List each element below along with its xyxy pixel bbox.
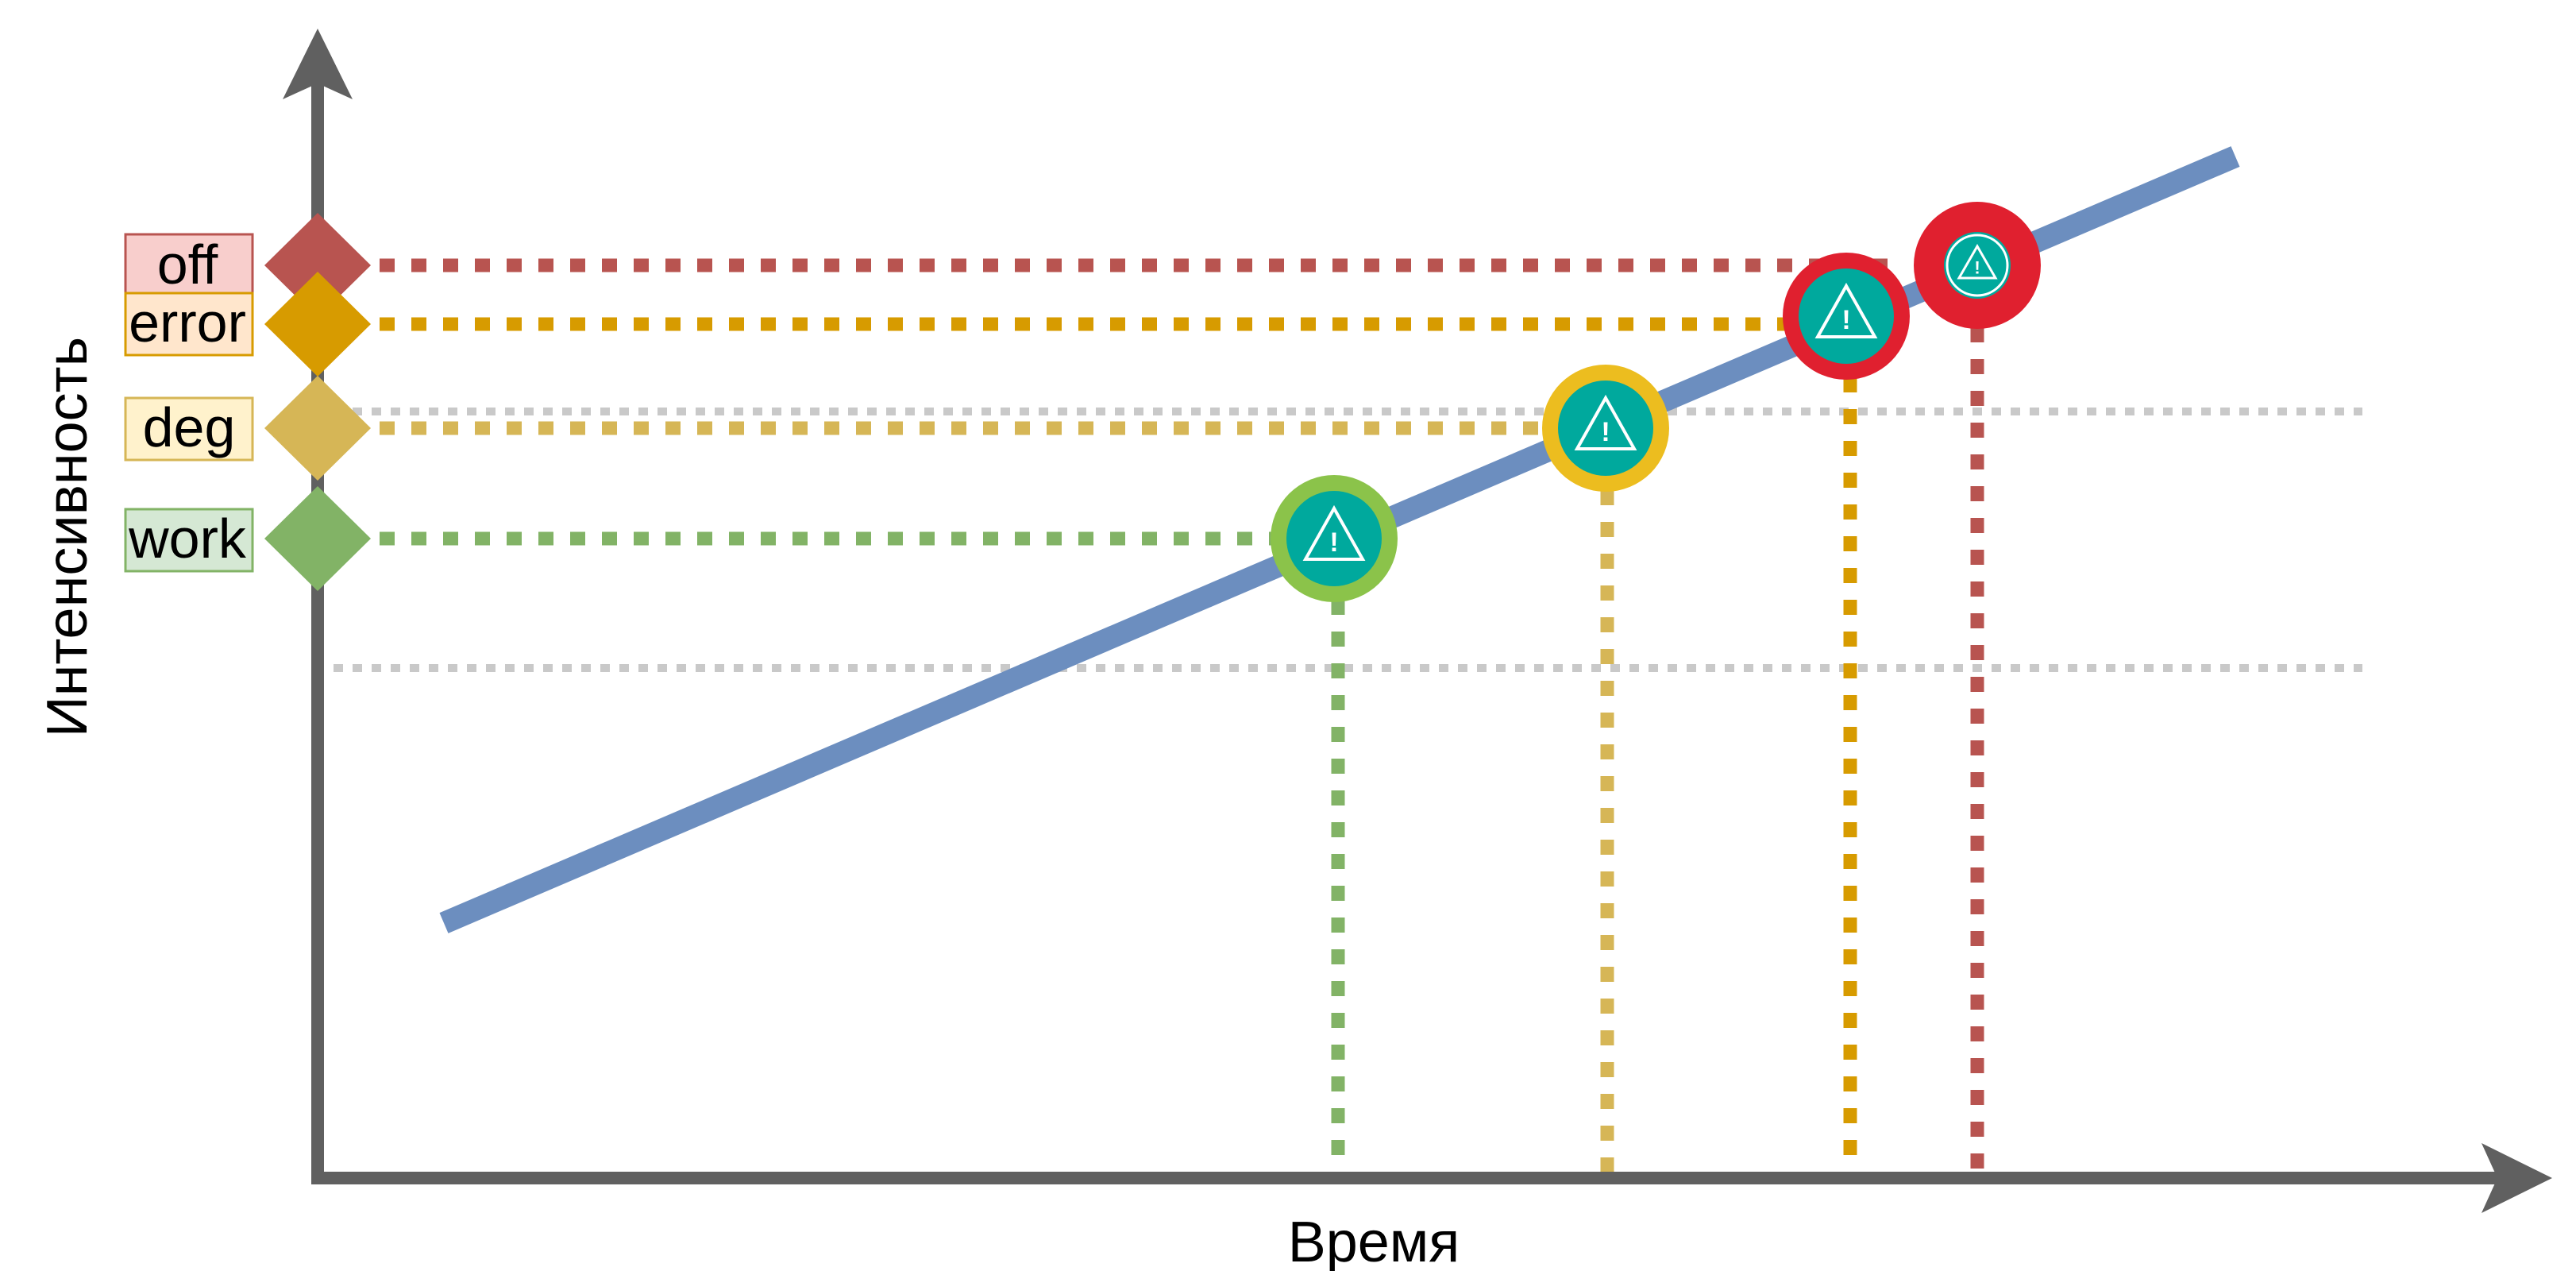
off-event-marker: ! [1914, 202, 2041, 329]
work-level-diamond [264, 486, 371, 591]
warning-exclamation-glyph: ! [1601, 417, 1610, 447]
off-marker-inner-outline [1945, 234, 2009, 297]
warning-triangle-icon [1302, 504, 1366, 561]
error-event-marker: ! [1783, 253, 1910, 380]
deg-level-diamond [264, 376, 371, 481]
y-axis-title: Интенсивность [36, 337, 99, 737]
warning-exclamation-glyph: ! [1329, 527, 1338, 558]
warning-triangle-icon [1814, 282, 1878, 338]
x-axis-arrow-icon [2482, 1143, 2552, 1213]
error-label-text: error [129, 292, 246, 353]
work-event-marker: ! [1271, 475, 1398, 602]
work-level-label: work [124, 508, 254, 573]
warning-triangle-icon [1574, 394, 1637, 450]
warning-exclamation-glyph: ! [1841, 305, 1850, 335]
work-marker-core [1286, 491, 1382, 586]
error-marker-core [1799, 268, 1894, 364]
deg-event-marker: ! [1542, 365, 1669, 492]
error-level-label: error [124, 292, 254, 357]
work-label-text: work [128, 508, 247, 570]
y-axis-arrow-icon [283, 29, 353, 99]
warning-exclamation-glyph: ! [1974, 258, 1980, 278]
work-label-box [124, 508, 254, 573]
deg-label-box [124, 396, 254, 462]
off-level-label: off [124, 233, 254, 296]
error-label-box [124, 292, 254, 357]
deg-marker-core [1558, 381, 1653, 476]
off-label-box [124, 233, 254, 295]
x-axis-title: Время [1288, 1211, 1460, 1271]
deg-label-text: deg [143, 396, 236, 458]
error-level-diamond [264, 272, 371, 377]
warning-triangle-icon [1957, 243, 1998, 280]
off-level-diamond [264, 213, 371, 318]
deg-level-label: deg [124, 396, 254, 462]
off-label-text: off [157, 234, 218, 296]
off-marker-core [1944, 232, 2011, 299]
